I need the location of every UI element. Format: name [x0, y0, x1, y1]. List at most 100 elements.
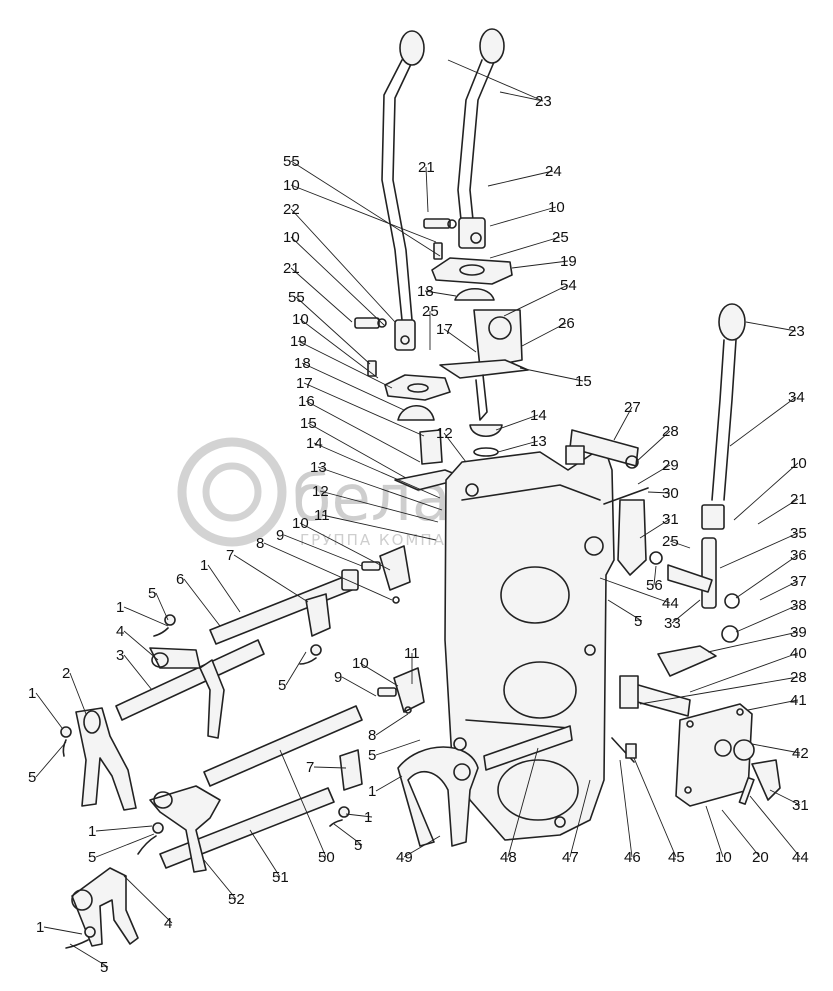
leader-line-l46 — [619, 759, 633, 858]
part-callout: 46 — [624, 849, 641, 866]
leader-line-l12b — [319, 490, 439, 523]
part-callout: 31 — [662, 511, 679, 528]
leader-line-l51 — [249, 829, 281, 878]
part-callout: 19 — [560, 253, 577, 270]
part-callout: 16 — [298, 393, 315, 410]
leader-line-l48 — [507, 747, 539, 858]
part-callout: 15 — [300, 415, 317, 432]
part-callout: 25 — [422, 303, 439, 320]
part-callout: 15 — [575, 373, 592, 390]
part-callout: 1 — [88, 823, 96, 840]
leader-line-l7a — [233, 554, 309, 603]
part-callout: 41 — [790, 692, 807, 709]
part-callout: 5 — [354, 837, 362, 854]
shift-fork-upper — [149, 647, 225, 739]
leader-line-l25a — [489, 236, 561, 259]
bolt-set-upper — [354, 218, 457, 377]
leader-line-l19a — [511, 260, 569, 269]
leader-line-l55b — [295, 296, 371, 365]
leader-line-l41 — [747, 699, 799, 711]
part-callout: 34 — [788, 389, 805, 406]
part-callout: 4 — [164, 915, 172, 932]
part-callout: 28 — [790, 669, 807, 686]
part-callout: 5 — [88, 849, 96, 866]
part-callout: 17 — [436, 321, 453, 338]
part-callout: 6 — [176, 571, 184, 588]
part-callout: 22 — [283, 201, 300, 218]
leader-line-l10a — [489, 206, 557, 227]
leader-line-l27 — [613, 406, 633, 441]
part-callout: 8 — [368, 727, 376, 744]
part-callout: 7 — [226, 547, 234, 564]
part-callout: 28 — [662, 423, 679, 440]
leader-line-l8b — [375, 713, 409, 736]
part-callout: 7 — [306, 759, 314, 776]
leader-line-l1f — [345, 813, 373, 818]
part-callout: 29 — [662, 457, 679, 474]
part-callout: 40 — [790, 645, 807, 662]
selector-rod-50 — [203, 705, 363, 787]
part-callout: 10 — [548, 199, 565, 216]
part-callout: 45 — [668, 849, 685, 866]
leader-line-l40 — [689, 652, 799, 693]
transmission-housing — [444, 445, 615, 841]
lever-support-upper — [431, 257, 529, 421]
part-callout: 10 — [292, 515, 309, 532]
part-callout: 38 — [790, 597, 807, 614]
part-callout: 18 — [417, 283, 434, 300]
part-callout: 37 — [790, 573, 807, 590]
leader-line-l5h — [69, 943, 109, 968]
part-callout: 5 — [100, 959, 108, 976]
part-callout: 13 — [310, 459, 327, 476]
leader-line-l56 — [653, 565, 657, 586]
leader-line-l15a — [519, 367, 584, 382]
part-callout: 9 — [334, 669, 342, 686]
leader-line-l18b — [301, 362, 405, 411]
leader-line-l10e — [299, 522, 391, 571]
leader-line-l20 — [721, 809, 761, 858]
leader-line-l4b — [123, 875, 173, 924]
part-callout: 11 — [404, 645, 420, 662]
gear-lever-right — [667, 303, 746, 643]
leader-line-l10b — [290, 184, 437, 243]
part-callout: 51 — [272, 869, 289, 886]
part-callout: 21 — [790, 491, 807, 508]
leader-line-l19b — [297, 340, 393, 389]
leader-line-l5g — [333, 823, 363, 846]
part-callout: 10 — [283, 177, 300, 194]
leader-line-l28b — [639, 676, 799, 705]
leader-line-l22 — [290, 208, 396, 323]
part-callout: 23 — [788, 323, 805, 340]
part-callout: 5 — [634, 613, 642, 630]
shift-fork-2 — [75, 707, 137, 811]
part-callout: 35 — [790, 525, 807, 542]
watermark-tagline: ГРУППА КОМПАНИЙ — [300, 530, 486, 549]
leader-line-l23a — [447, 59, 544, 102]
leader-line-l1b — [123, 606, 169, 627]
part-callout: 11 — [314, 507, 330, 524]
leader-line-l23b — [745, 321, 797, 332]
leader-line-l5f — [95, 833, 155, 858]
leader-line-l3 — [123, 654, 153, 691]
part-callout: 21 — [418, 159, 435, 176]
shaft-lower-40 — [619, 645, 717, 717]
leader-line-l16 — [305, 400, 421, 463]
part-callout: 47 — [562, 849, 579, 866]
leader-line-l15b — [307, 422, 407, 479]
leader-line-l5e — [375, 739, 421, 756]
leader-line-l35 — [719, 532, 799, 569]
leader-line-l50 — [279, 749, 327, 858]
leader-line-l14a — [495, 414, 539, 431]
part-callout: 23 — [535, 93, 552, 110]
part-callout: 12 — [436, 425, 453, 442]
selector-rod-48 — [483, 725, 573, 771]
leader-line-l42 — [751, 743, 801, 754]
part-callout: 14 — [530, 407, 547, 424]
part-callout: 9 — [276, 527, 284, 544]
part-callout: 50 — [318, 849, 335, 866]
part-callout: 55 — [288, 289, 305, 306]
leader-line-l31b — [769, 789, 801, 806]
leader-line-l1c — [35, 692, 63, 729]
leader-line-l21c — [757, 498, 799, 525]
